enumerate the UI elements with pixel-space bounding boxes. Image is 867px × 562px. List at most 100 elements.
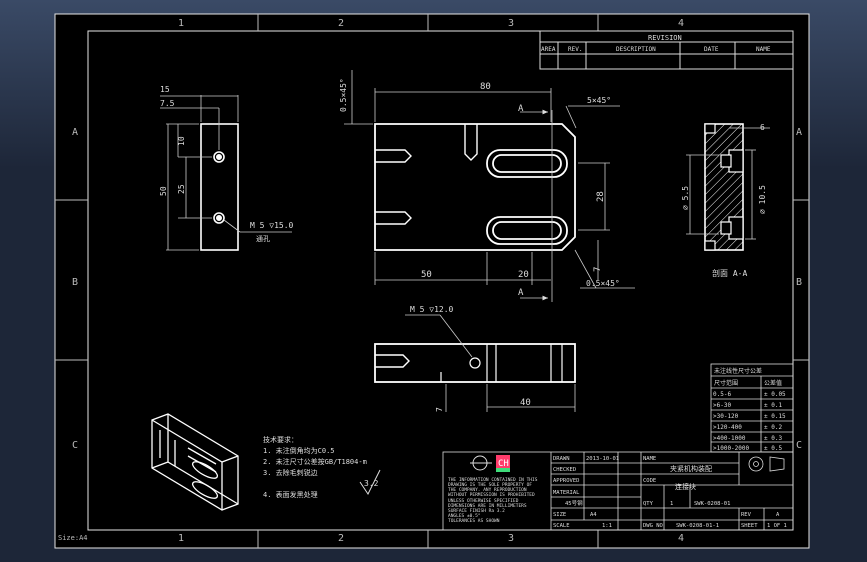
tb-qty-value: 1 bbox=[670, 501, 673, 507]
tolerance-value: ± 0.2 bbox=[764, 424, 782, 431]
section-mark-a-bottom: A bbox=[518, 288, 524, 298]
tolerance-range: >120-400 bbox=[713, 424, 742, 431]
tb-label-material: MATERIAL bbox=[553, 490, 580, 496]
side-hole-callout: M 5 ▽15.0 bbox=[250, 221, 294, 230]
zone-left-b: B bbox=[72, 277, 78, 288]
tolerance-header-value: 公差值 bbox=[764, 379, 782, 387]
front-dim-chamfer-top: 0.5×45° bbox=[339, 78, 348, 112]
revision-header-description: DESCRIPTION bbox=[616, 46, 656, 53]
section-view-a-a bbox=[704, 123, 744, 251]
disclaimer-line: WITHOUT PERMISSION IS PROHIBITED bbox=[448, 492, 535, 498]
title-block bbox=[442, 451, 794, 531]
tb-name-label: NAME bbox=[643, 456, 656, 462]
note-1: 1. 未注倒角均为C0.5 bbox=[263, 446, 335, 455]
revision-table: REVISION AREA REV. DESCRIPTION DATE NAME bbox=[539, 30, 794, 70]
side-dim-50: 50 bbox=[159, 186, 168, 196]
front-dim-chamfer-bottom: 0.5×45° bbox=[586, 279, 620, 288]
sheet-size-label: Size:A4 bbox=[58, 534, 88, 542]
disclaimer-line: UNLESS OTHERWISE SPECIFIED bbox=[448, 498, 519, 504]
top-view-dims bbox=[405, 314, 576, 412]
tb-label-drawn: DRAWN bbox=[553, 456, 570, 462]
tb-label-scale: SCALE bbox=[553, 523, 570, 529]
tb-code-label: CODE bbox=[643, 478, 656, 484]
disclaimer-line: SURFACE FINISH Ra 3.2 bbox=[448, 508, 505, 514]
tb-rev-label: REV bbox=[741, 512, 752, 518]
zone-left-a: A bbox=[72, 127, 78, 138]
side-view-dims bbox=[160, 95, 292, 251]
tb-part-name: 连接块 bbox=[675, 482, 696, 491]
tb-scale-value: 1:1 bbox=[602, 523, 612, 529]
surface-roughness-symbol: 3.2 bbox=[359, 469, 381, 495]
tb-material-value: 45号钢 bbox=[565, 499, 583, 507]
company-logo: CH bbox=[470, 455, 510, 472]
roughness-value: 3.2 bbox=[364, 479, 379, 488]
top-dim-40: 40 bbox=[520, 398, 531, 408]
tolerance-value: ± 0.05 bbox=[764, 391, 786, 398]
side-dim-7-5: 7.5 bbox=[160, 99, 175, 108]
tb-sheet-value: 1 OF 1 bbox=[767, 523, 787, 529]
tb-label-checked: CHECKED bbox=[553, 467, 576, 473]
revision-header-name: NAME bbox=[756, 46, 771, 53]
tolerance-table bbox=[710, 363, 794, 453]
section-dim-6: 6 bbox=[760, 123, 765, 132]
tolerance-range: >400-1000 bbox=[713, 435, 746, 442]
revision-header-area: AREA bbox=[541, 46, 556, 53]
tb-drawing-title: 夹紧机构装配 bbox=[670, 464, 712, 473]
company-disclaimer: THE INFORMATION CONTAINED IN THIS DRAWIN… bbox=[448, 477, 538, 524]
front-dim-20: 20 bbox=[518, 270, 529, 280]
zone-bottom-3: 3 bbox=[508, 533, 514, 544]
disclaimer-line: THE INFORMATION CONTAINED IN THIS bbox=[448, 477, 538, 483]
sheet-outer-border bbox=[54, 13, 810, 549]
zone-top-1: 1 bbox=[178, 18, 184, 29]
revision-header-rev: REV. bbox=[568, 46, 582, 53]
zone-bottom-1: 1 bbox=[178, 533, 184, 544]
side-hole-note: 通孔 bbox=[256, 234, 270, 243]
tolerance-range: >1000-2000 bbox=[713, 445, 750, 452]
zone-right-c: C bbox=[796, 440, 802, 451]
top-view bbox=[374, 343, 576, 383]
tb-qty-label: QTY bbox=[643, 501, 654, 507]
section-label: 剖面 A-A bbox=[712, 268, 747, 278]
section-dim-d10-5: ⌀ 10.5 bbox=[758, 185, 767, 214]
tolerance-range: 0.5-6 bbox=[713, 391, 731, 398]
tb-dwg-value: SWK-0208-01-1 bbox=[676, 523, 719, 529]
front-dim-chamfer-right: 5×45° bbox=[587, 96, 611, 105]
note-title: 技术要求： bbox=[263, 435, 298, 444]
note-4: 4. 表面发黑处理 bbox=[263, 490, 318, 499]
top-hole-callout: M 5 ▽12.0 bbox=[410, 305, 454, 314]
logo-text: CH bbox=[498, 459, 509, 469]
section-view-dims bbox=[686, 127, 770, 240]
front-dim-28: 28 bbox=[596, 191, 606, 202]
tb-rev-value: A bbox=[776, 512, 780, 518]
side-view bbox=[200, 123, 239, 251]
tb-label-approved: APPROVED bbox=[553, 478, 580, 484]
zone-left-c: C bbox=[72, 440, 78, 451]
tb-size-value: A4 bbox=[590, 512, 597, 518]
projection-symbol-icon bbox=[748, 456, 785, 472]
side-dim-25: 25 bbox=[177, 184, 186, 194]
disclaimer-line: TOLERANCES AS SHOWN bbox=[448, 518, 500, 524]
disclaimer-line: DRAWING IS THE SOLE PROPERTY OF bbox=[448, 482, 532, 488]
zone-bottom-2: 2 bbox=[338, 533, 344, 544]
tolerance-value: ± 0.3 bbox=[764, 435, 782, 442]
disclaimer-line: THE COMPANY. ANY REPRODUCTION bbox=[448, 487, 527, 493]
tolerance-range: >6-30 bbox=[713, 402, 731, 409]
isometric-view bbox=[151, 413, 239, 511]
tolerance-value: ± 0.15 bbox=[764, 413, 786, 420]
tb-part-code: SWK-0208-01 bbox=[694, 501, 730, 507]
zone-ticks bbox=[55, 14, 809, 548]
note-3: 3. 去除毛刺锐边 bbox=[263, 468, 318, 477]
zone-bottom-4: 4 bbox=[678, 533, 684, 544]
technical-notes: 技术要求： 1. 未注倒角均为C0.5 2. 未注尺寸公差按GB/T1804-m… bbox=[263, 435, 367, 499]
disclaimer-line: ANGLES ±0.5° bbox=[448, 513, 481, 519]
front-dim-80: 80 bbox=[480, 82, 491, 92]
tolerance-value: ± 0.1 bbox=[764, 402, 782, 409]
tolerance-value: ± 0.5 bbox=[764, 445, 782, 452]
tolerance-title: 未注线性尺寸公差 bbox=[714, 367, 762, 375]
section-mark-a-top: A bbox=[518, 104, 524, 114]
front-view bbox=[374, 123, 576, 251]
revision-header-date: DATE bbox=[704, 46, 719, 53]
tb-sheet-label: SHEET bbox=[741, 523, 758, 529]
sheet-inner-border bbox=[87, 30, 794, 531]
